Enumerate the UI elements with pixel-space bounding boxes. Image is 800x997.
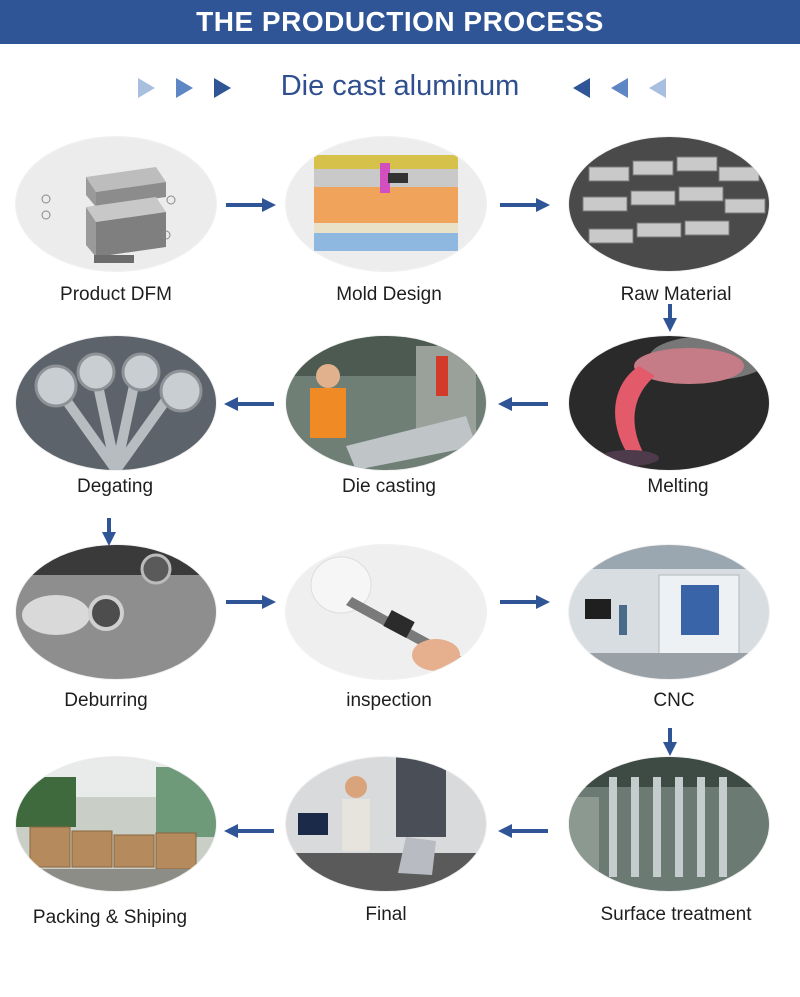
raw-material-image xyxy=(569,137,769,271)
triangle-right-icon xyxy=(138,78,155,98)
arrow-down-icon xyxy=(663,728,677,756)
degating-image xyxy=(16,336,216,470)
final-image xyxy=(286,757,486,891)
page-title: THE PRODUCTION PROCESS xyxy=(196,6,604,37)
triangle-right-icon xyxy=(176,78,193,98)
step-label-inspection: inspection xyxy=(346,690,432,711)
arrow-left-icon xyxy=(224,397,274,411)
arrow-right-icon xyxy=(226,595,276,609)
deburring-image xyxy=(16,545,216,679)
step-label-melting: Melting xyxy=(647,476,709,497)
subtitle: Die cast aluminum xyxy=(280,70,520,102)
triangle-left-icon xyxy=(573,78,590,98)
arrow-left-icon xyxy=(498,824,548,838)
header-banner: THE PRODUCTION PROCESS xyxy=(0,0,800,44)
step-label-packing-shiping: Packing & Shiping xyxy=(32,907,188,928)
triangle-right-icon xyxy=(214,78,231,98)
step-label-deburring: Deburring xyxy=(64,690,148,711)
arrow-right-icon xyxy=(226,198,276,212)
arrow-left-icon xyxy=(224,824,274,838)
triangle-left-icon xyxy=(611,78,628,98)
step-label-product-dfm: Product DFM xyxy=(60,284,172,305)
step-label-degating: Degating xyxy=(76,476,154,497)
packing-shiping-image xyxy=(16,757,216,891)
step-label-die-casting: Die casting xyxy=(342,476,436,497)
arrow-down-icon xyxy=(663,304,677,332)
step-label-surface-treatment: Surface treatment xyxy=(600,904,752,925)
cnc-image xyxy=(569,545,769,679)
melting-image xyxy=(569,336,769,470)
arrow-right-icon xyxy=(500,595,550,609)
arrow-left-icon xyxy=(498,397,548,411)
step-label-raw-material: Raw Material xyxy=(620,284,732,305)
mold-design-image xyxy=(286,137,486,271)
product-dfm-image xyxy=(16,137,216,271)
surface-treatment-image xyxy=(569,757,769,891)
step-label-mold-design: Mold Design xyxy=(336,284,442,305)
triangle-left-icon xyxy=(649,78,666,98)
arrow-down-icon xyxy=(102,518,116,546)
step-label-final: Final xyxy=(365,904,407,925)
die-casting-image xyxy=(286,336,486,470)
step-label-cnc: CNC xyxy=(653,690,695,711)
inspection-image xyxy=(286,545,486,679)
arrow-right-icon xyxy=(500,198,550,212)
